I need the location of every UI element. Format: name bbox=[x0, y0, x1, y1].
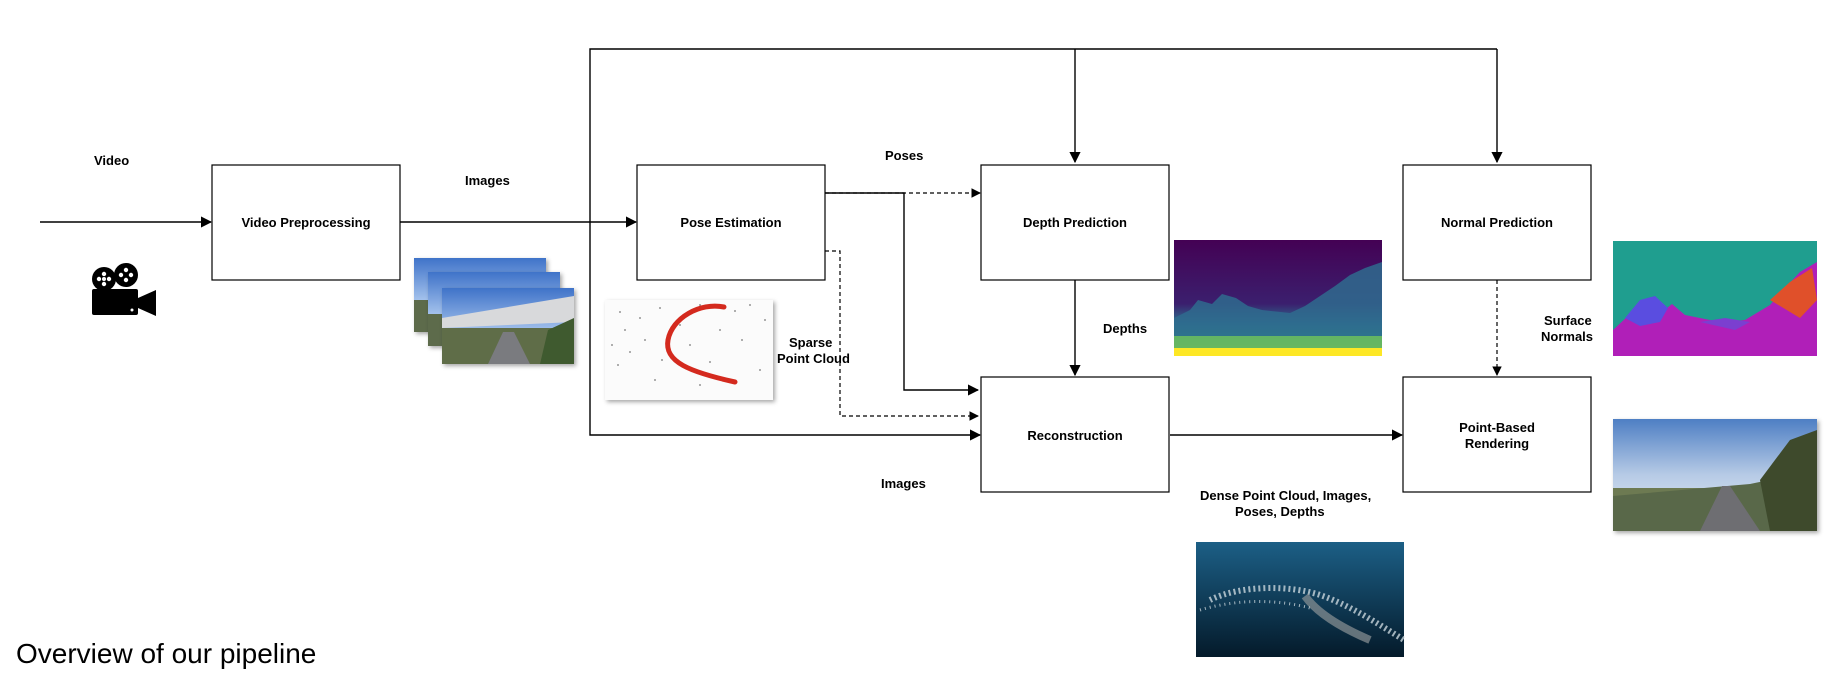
label-images-2: Images bbox=[881, 476, 926, 491]
input-images-stack bbox=[414, 258, 574, 364]
node-point-based-rendering-label-2: Rendering bbox=[1465, 436, 1529, 451]
node-depth-prediction: Depth Prediction bbox=[980, 164, 1170, 281]
road-image-front bbox=[442, 288, 574, 364]
label-dense-1: Dense Point Cloud, Images, bbox=[1200, 488, 1371, 503]
label-sparse-1: Sparse bbox=[789, 335, 832, 350]
depth-map-image bbox=[1174, 240, 1382, 356]
video-camera-icon bbox=[92, 263, 156, 316]
node-reconstruction-label: Reconstruction bbox=[1027, 428, 1122, 443]
label-dense-2: Poses, Depths bbox=[1235, 504, 1325, 519]
node-normal-prediction-label: Normal Prediction bbox=[1441, 215, 1553, 230]
edge-images-top-bus bbox=[589, 48, 1497, 222]
node-video-preprocessing: Video Preprocessing bbox=[211, 164, 401, 281]
label-sparse-2: Point Cloud bbox=[777, 351, 850, 366]
edges bbox=[40, 48, 1503, 441]
edge-poses-to-reconstruction bbox=[825, 192, 980, 396]
label-surface-normals-2: Normals bbox=[1541, 329, 1593, 344]
label-poses: Poses bbox=[885, 148, 923, 163]
node-pose-estimation: Pose Estimation bbox=[636, 164, 826, 281]
rendered-output-image bbox=[1613, 419, 1817, 531]
figure-caption: Overview of our pipeline bbox=[16, 638, 317, 669]
node-normal-prediction: Normal Prediction bbox=[1402, 164, 1592, 281]
surface-normals-image bbox=[1613, 241, 1817, 356]
node-reconstruction: Reconstruction bbox=[980, 376, 1170, 493]
label-video: Video bbox=[94, 153, 129, 168]
node-point-based-rendering: Point-Based Rendering bbox=[1402, 376, 1592, 493]
label-surface-normals-1: Surface bbox=[1544, 313, 1592, 328]
sparse-point-cloud-image bbox=[605, 300, 773, 400]
label-images-1: Images bbox=[465, 173, 510, 188]
node-video-preprocessing-label: Video Preprocessing bbox=[241, 215, 370, 230]
dense-point-cloud-image bbox=[1196, 542, 1406, 657]
node-depth-prediction-label: Depth Prediction bbox=[1023, 215, 1127, 230]
edge-sparse-to-reconstruction bbox=[825, 250, 979, 421]
node-pose-estimation-label: Pose Estimation bbox=[680, 215, 781, 230]
node-point-based-rendering-label-1: Point-Based bbox=[1459, 420, 1535, 435]
edge-images-to-reconstruction bbox=[589, 222, 982, 441]
label-depths: Depths bbox=[1103, 321, 1147, 336]
